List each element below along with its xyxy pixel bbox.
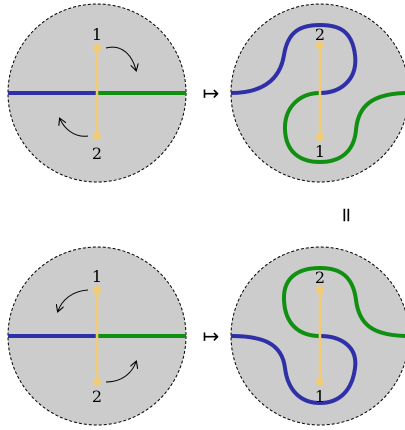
label-2: 2 <box>92 144 102 163</box>
equals-symbol: = <box>335 207 359 224</box>
green-strand <box>281 265 405 338</box>
panel-top-left: 1 2 <box>7 3 187 183</box>
panel-bottom-right: 2 1 <box>230 246 405 426</box>
label-1: 1 <box>315 387 325 406</box>
rotation-arrow <box>58 289 89 311</box>
label-1: 1 <box>315 142 325 161</box>
label-2: 2 <box>315 25 325 44</box>
rotation-arrow <box>105 362 136 383</box>
marked-point-1 <box>93 44 101 52</box>
marked-point-1 <box>316 133 324 141</box>
blue-strand <box>230 22 358 95</box>
green-strand <box>282 91 405 165</box>
maps-to-symbol: ↦ <box>203 324 220 348</box>
marked-point-2 <box>93 378 101 386</box>
blue-strand <box>230 334 358 406</box>
panel-top-right: 2 1 <box>230 3 405 183</box>
label-1: 1 <box>92 267 102 286</box>
label-1: 1 <box>92 25 102 44</box>
rotation-arrow <box>60 119 89 137</box>
marked-point-2 <box>93 132 101 140</box>
panel-bottom-left: 1 2 <box>7 246 187 426</box>
label-2: 2 <box>315 268 325 287</box>
maps-to-symbol: ↦ <box>203 81 220 105</box>
marked-point-2 <box>316 41 324 49</box>
marked-point-1 <box>93 286 101 294</box>
marked-point-2 <box>316 286 324 294</box>
label-2: 2 <box>92 387 102 406</box>
rotation-arrow <box>105 46 136 70</box>
marked-point-1 <box>316 378 324 386</box>
